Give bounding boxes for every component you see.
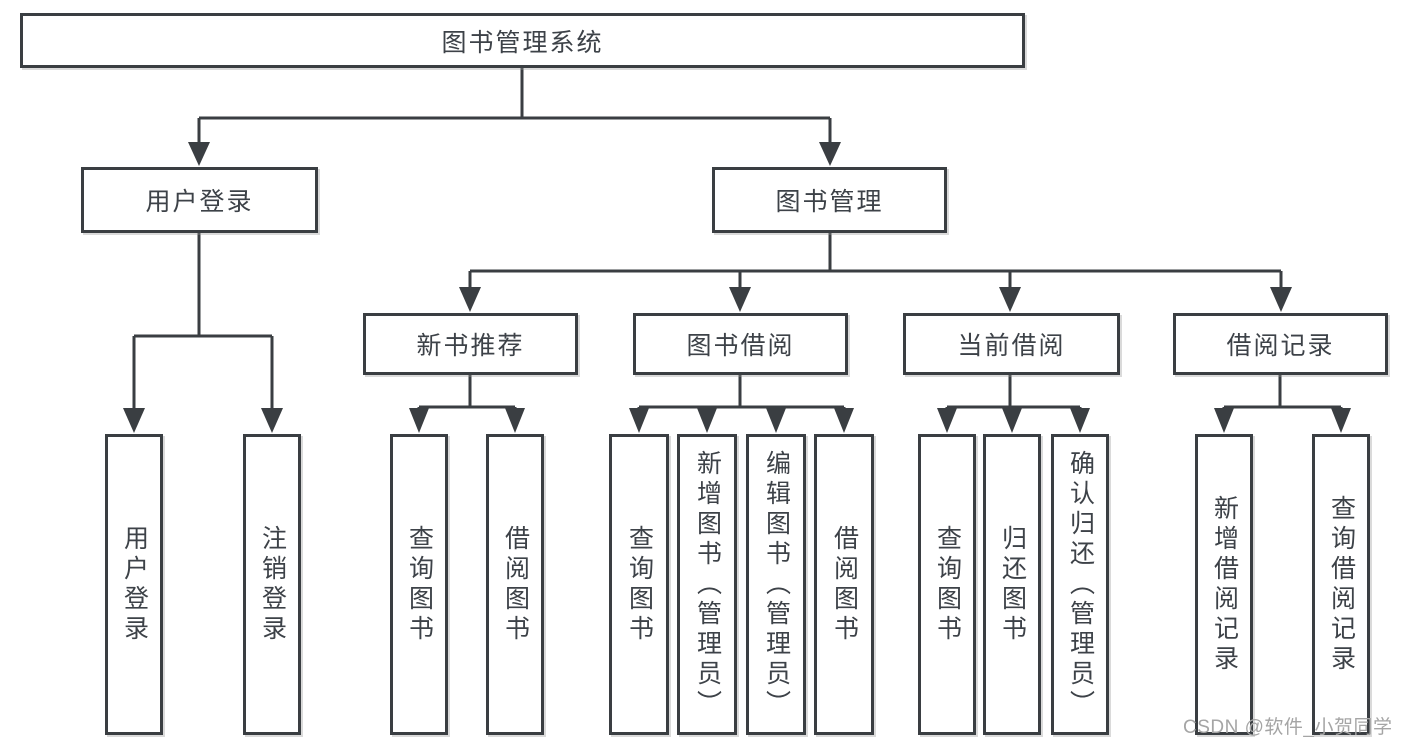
connector-user-login-to-children <box>123 233 283 433</box>
node-new-book-recommend-label: 新书推荐 <box>416 332 525 360</box>
node-leaf-query-books-current-label: 查询图书 <box>933 524 962 645</box>
connector-book-borrowing-to-children <box>629 375 854 433</box>
node-book-borrowing: 图书借阅 <box>633 313 848 375</box>
node-leaf-add-borrow-record: 新增借阅记录 <box>1195 434 1253 735</box>
node-leaf-add-borrow-record-label: 新增借阅记录 <box>1210 494 1239 675</box>
node-leaf-borrow-books-recommend-label: 借阅图书 <box>501 524 530 645</box>
node-leaf-logout: 注销登录 <box>243 434 301 735</box>
node-library-management-system-label: 图书管理系统 <box>441 28 604 57</box>
node-user-login: 用户登录 <box>81 167 318 233</box>
node-current-borrowing: 当前借阅 <box>903 313 1120 375</box>
connector-root-to-level2 <box>188 68 841 166</box>
node-leaf-borrow-books-borrowing: 借阅图书 <box>814 434 874 735</box>
node-leaf-confirm-return-admin-label: 确认归还（管理员） <box>1066 449 1095 720</box>
node-leaf-add-book-admin: 新增图书（管理员） <box>677 434 737 735</box>
connector-new-book-recommend-to-children <box>409 375 525 433</box>
node-leaf-edit-book-admin: 编辑图书（管理员） <box>746 434 806 735</box>
node-leaf-return-book: 归还图书 <box>983 434 1041 735</box>
node-user-login-label: 用户登录 <box>145 188 254 216</box>
node-leaf-borrow-books-borrowing-label: 借阅图书 <box>830 524 859 645</box>
node-leaf-query-books-current: 查询图书 <box>918 434 976 735</box>
node-leaf-confirm-return-admin: 确认归还（管理员） <box>1051 434 1109 735</box>
node-leaf-query-borrow-record-label: 查询借阅记录 <box>1327 494 1356 675</box>
node-leaf-return-book-label: 归还图书 <box>998 524 1027 645</box>
node-leaf-logout-label: 注销登录 <box>258 524 287 645</box>
node-current-borrowing-label: 当前借阅 <box>957 332 1066 360</box>
node-leaf-query-borrow-record: 查询借阅记录 <box>1312 434 1370 735</box>
node-leaf-edit-book-admin-label: 编辑图书（管理员） <box>762 449 791 720</box>
node-leaf-user-login-label: 用户登录 <box>120 524 149 645</box>
node-leaf-borrow-books-recommend: 借阅图书 <box>486 434 544 735</box>
node-book-management: 图书管理 <box>712 167 947 233</box>
node-leaf-query-books-recommend: 查询图书 <box>390 434 448 735</box>
node-leaf-add-book-admin-label: 新增图书（管理员） <box>693 449 722 720</box>
node-book-management-label: 图书管理 <box>775 188 884 216</box>
connector-book-management-to-level3 <box>459 233 1292 312</box>
node-new-book-recommend: 新书推荐 <box>363 313 578 375</box>
connector-current-borrowing-to-children <box>937 375 1090 433</box>
watermark: CSDN @软件_小贺同学 <box>1183 717 1393 738</box>
node-library-management-system: 图书管理系统 <box>20 13 1025 68</box>
node-leaf-query-books-borrowing-label: 查询图书 <box>625 524 654 645</box>
node-book-borrowing-label: 图书借阅 <box>686 332 795 360</box>
node-leaf-query-books-recommend-label: 查询图书 <box>405 524 434 645</box>
node-borrowing-records-label: 借阅记录 <box>1226 332 1335 360</box>
node-leaf-user-login: 用户登录 <box>105 434 163 735</box>
node-leaf-query-books-borrowing: 查询图书 <box>609 434 669 735</box>
connector-borrowing-records-to-children <box>1214 375 1351 433</box>
node-borrowing-records: 借阅记录 <box>1173 313 1388 375</box>
